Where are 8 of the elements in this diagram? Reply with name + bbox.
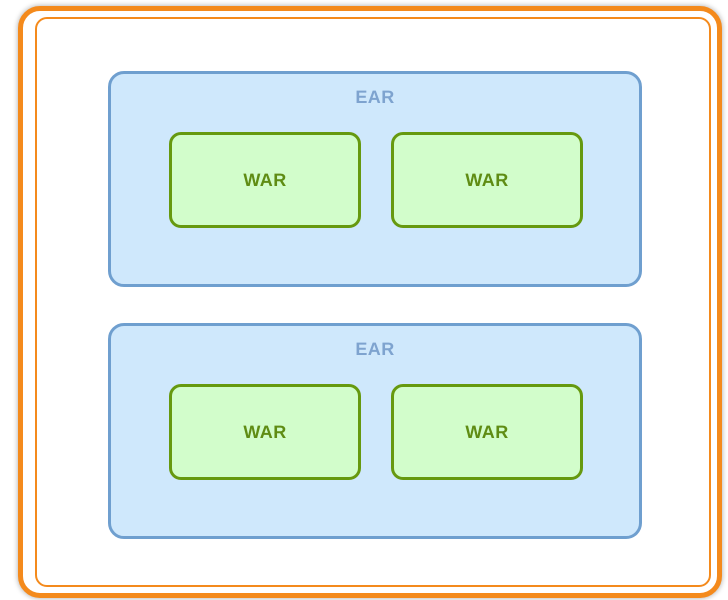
war-box: WAR xyxy=(391,384,583,480)
ear-container xyxy=(108,71,642,287)
war-box: WAR xyxy=(391,132,583,228)
war-box: WAR xyxy=(169,132,361,228)
container-label: EAR xyxy=(355,338,395,361)
ear-container xyxy=(108,323,642,539)
war-box: WAR xyxy=(169,384,361,480)
container-label: EAR xyxy=(355,86,395,109)
